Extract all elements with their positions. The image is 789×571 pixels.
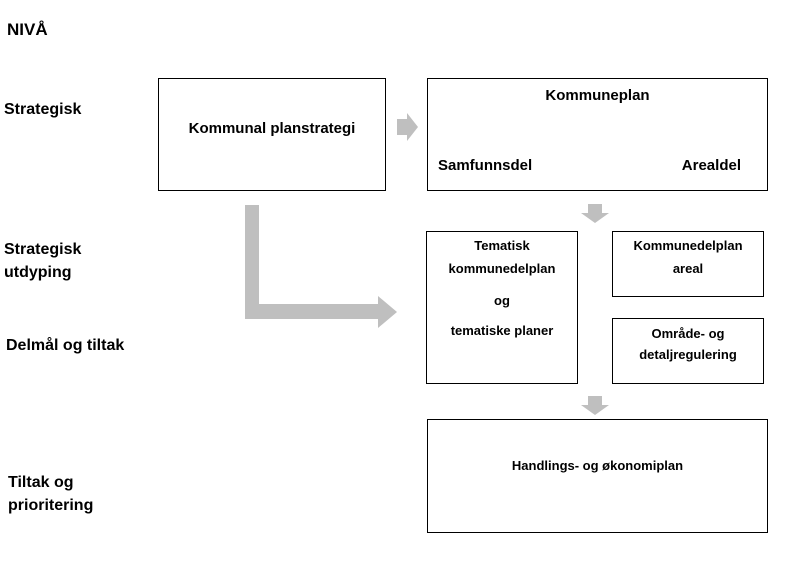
level-strategisk-utdyping-line1: Strategisk xyxy=(4,241,82,258)
level-strategisk: Strategisk xyxy=(4,101,82,118)
level-delmal-og-tiltak: Delmål og tiltak xyxy=(6,337,125,354)
box-handlings-og-okonomiplan: Handlings- og økonomiplan xyxy=(427,419,768,533)
handlingsplan-label: Handlings- og økonomiplan xyxy=(511,458,684,473)
tematisk-line4: tematiske planer xyxy=(450,323,554,338)
tematisk-line1: Tematisk xyxy=(474,238,530,253)
omrade-line2: detaljregulering xyxy=(639,347,737,362)
tematisk-line3: og xyxy=(494,293,510,308)
kommunedelplan-areal-line1: Kommunedelplan xyxy=(633,238,743,253)
box-omrade-detaljregulering: Område- og detaljregulering xyxy=(612,318,764,384)
tematisk-line2: kommunedelplan xyxy=(448,261,556,276)
box-kommunal-planstrategi: Kommunal planstrategi xyxy=(158,78,386,191)
arrow-right-small xyxy=(397,113,418,141)
level-strategisk-utdyping-line2: utdyping xyxy=(4,264,72,281)
kommuneplan-title: Kommuneplan xyxy=(545,87,650,104)
level-tiltak-line2: prioritering xyxy=(8,497,94,514)
arrow-down-2 xyxy=(581,396,609,415)
box-kommunal-planstrategi-label: Kommunal planstrategi xyxy=(188,120,356,137)
kommuneplan-samfunnsdel: Samfunnsdel xyxy=(438,157,533,174)
omrade-line1: Område- og xyxy=(651,326,725,341)
box-kommunedelplan-areal: Kommunedelplan areal xyxy=(612,231,764,297)
arrow-down-1 xyxy=(581,204,609,223)
kommunedelplan-areal-line2: areal xyxy=(672,261,704,276)
level-tiltak-line1: Tiltak og xyxy=(8,474,74,491)
kommuneplan-arealdel: Arealdel xyxy=(681,157,741,174)
box-tematisk-kommunedelplan: Tematisk kommunedelplan og tematiske pla… xyxy=(426,231,578,384)
arrow-l-shape xyxy=(245,205,397,328)
diagram-title: NIVÅ xyxy=(7,20,48,39)
box-kommuneplan: Kommuneplan Samfunnsdel Arealdel xyxy=(427,78,768,191)
